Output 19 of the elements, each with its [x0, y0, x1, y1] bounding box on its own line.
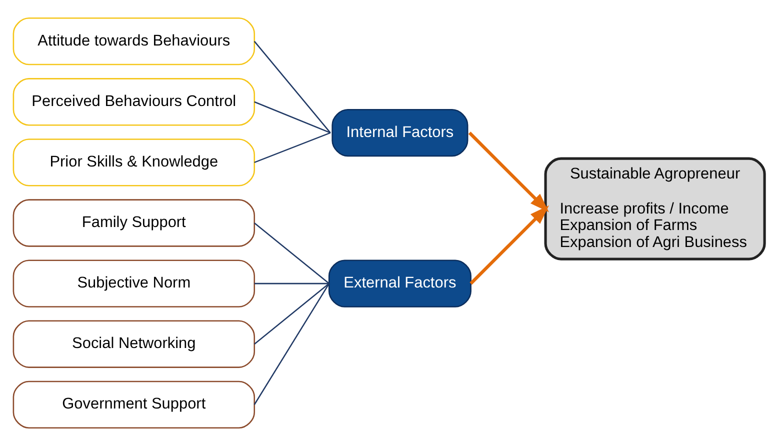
- node-box: Government Support: [12, 380, 256, 428]
- connector: [254, 222, 330, 284]
- arrow: [468, 132, 549, 212]
- node-box: Subjective Norm: [12, 260, 256, 308]
- connector: [254, 282, 330, 284]
- node-box: Social Networking: [12, 320, 256, 368]
- connector: [254, 283, 330, 345]
- node-box: Internal Factors: [332, 108, 468, 157]
- connector: [254, 40, 331, 134]
- node-box: Prior Skills & Knowledge: [12, 138, 256, 186]
- node-box: Perceived Behaviours Control: [12, 78, 256, 126]
- arrow: [470, 205, 549, 285]
- node-box: Sustainable Agropreneur Increase profits / Income Expansion of Farms Expansion of Agri Business: [544, 157, 766, 260]
- node-box: Family Support: [12, 199, 256, 247]
- connector: [254, 101, 331, 134]
- node-box: External Factors: [328, 260, 472, 308]
- connector: [254, 283, 330, 405]
- node-box: Attitude towards Behaviours: [12, 18, 256, 66]
- connector: [254, 132, 331, 164]
